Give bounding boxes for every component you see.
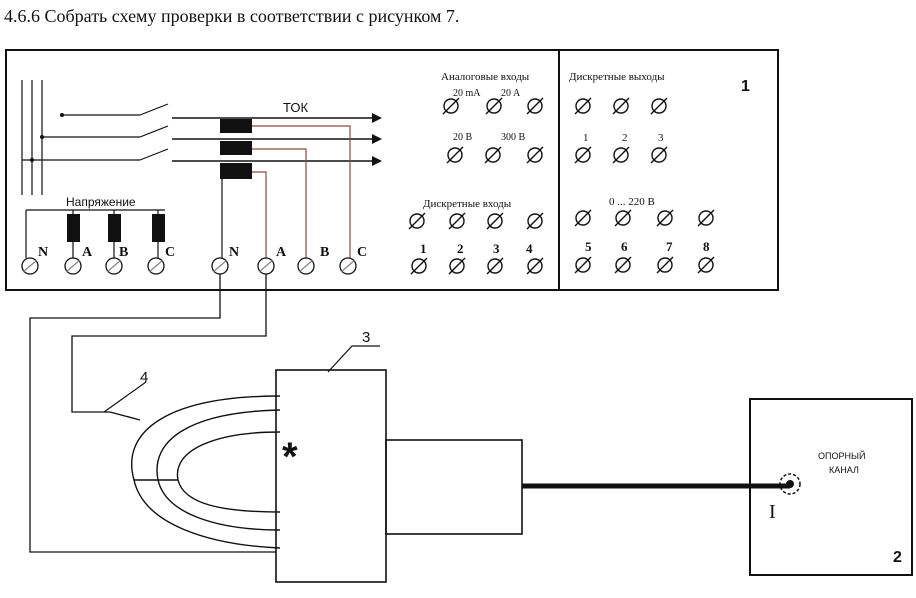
callout-4-leader: [103, 381, 147, 413]
test-device-panel: [5, 49, 779, 291]
test-leads: [29, 274, 276, 553]
panel-1-number: 1: [741, 78, 750, 95]
callout-3-leader: [327, 345, 380, 373]
analog-label-300v: 300 В: [501, 132, 526, 143]
current-terminal-n: [211, 257, 229, 275]
voltage-terminal-a: [64, 257, 82, 275]
discrete-output-number-3: 3: [658, 132, 664, 144]
discrete-output-number-6: 6: [621, 239, 628, 254]
reference-channel-line2: КАНАЛ: [829, 465, 859, 475]
discrete-output-number-8: 8: [703, 239, 710, 254]
voltage-terminal-label-n: N: [38, 245, 48, 260]
current-terminal-b: [297, 257, 315, 275]
current-wires: [221, 125, 351, 258]
polarity-mark: *: [282, 435, 298, 479]
current-clamp-jaws: [109, 395, 281, 549]
voltage-terminal-b: [105, 257, 123, 275]
voltage-terminals: [21, 257, 165, 275]
discrete-output-number-5: 5: [585, 239, 592, 254]
current-terminal-c: [339, 257, 357, 275]
voltage-terminal-label-c: C: [165, 245, 175, 260]
callout-4-label: 4: [140, 369, 148, 386]
analog-label-20ma: 20 mA: [453, 88, 481, 99]
callout-3-label: 3: [362, 329, 370, 346]
discrete-output-number-7: 7: [666, 239, 673, 254]
current-terminal-label-c: C: [357, 245, 367, 260]
discrete-inputs-title: Дискретные входы: [423, 198, 512, 210]
bnc-connector: [779, 473, 801, 495]
clamp-meter-handle: [385, 439, 523, 535]
heading-text: 4.6.6 Собрать схему проверки в соответст…: [4, 6, 459, 26]
discrete-input-number-2: 2: [457, 241, 464, 256]
discrete-input-terminals: [408, 212, 544, 275]
current-arrows: [172, 113, 382, 166]
discrete-output-range: 0 ... 220 В: [609, 196, 655, 208]
voltage-terminal-label-a: A: [82, 245, 93, 260]
analog-inputs-title: Аналоговые входы: [441, 71, 530, 83]
current-terminal-label-n: N: [229, 245, 239, 260]
voltage-terminal-n: [21, 257, 39, 275]
voltage-wiring: [25, 209, 165, 258]
current-label: ТОК: [283, 100, 308, 115]
phase-switches: [139, 103, 169, 161]
current-terminal-label-b: B: [320, 245, 329, 260]
discrete-input-number-3: 3: [493, 241, 500, 256]
discrete-input-number-4: 4: [526, 241, 533, 256]
discrete-output-number-1: 1: [583, 132, 589, 144]
analog-label-20a: 20 A: [501, 88, 521, 99]
current-terminals: [211, 257, 357, 275]
three-phase-bus: [21, 80, 140, 195]
discrete-output-terminals: [574, 97, 715, 274]
voltage-label: Напряжение: [66, 195, 136, 209]
discrete-outputs-title: Дискретные выходы: [569, 71, 665, 83]
voltage-terminal-label-b: B: [119, 245, 128, 260]
current-terminal-label-a: A: [276, 245, 287, 260]
panel-2-number: 2: [893, 549, 902, 566]
discrete-input-number-1: 1: [420, 241, 427, 256]
reference-channel-line1: ОПОРНЫЙ: [818, 450, 865, 461]
current-coils: [220, 119, 252, 179]
connector-roman-label: I: [769, 501, 776, 523]
current-terminal-a: [257, 257, 275, 275]
discrete-output-number-2: 2: [622, 132, 628, 144]
analog-input-terminals: [442, 97, 544, 164]
reference-channel-panel: [749, 398, 913, 576]
voltage-terminal-c: [147, 257, 165, 275]
analog-label-20v: 20 В: [453, 132, 473, 143]
